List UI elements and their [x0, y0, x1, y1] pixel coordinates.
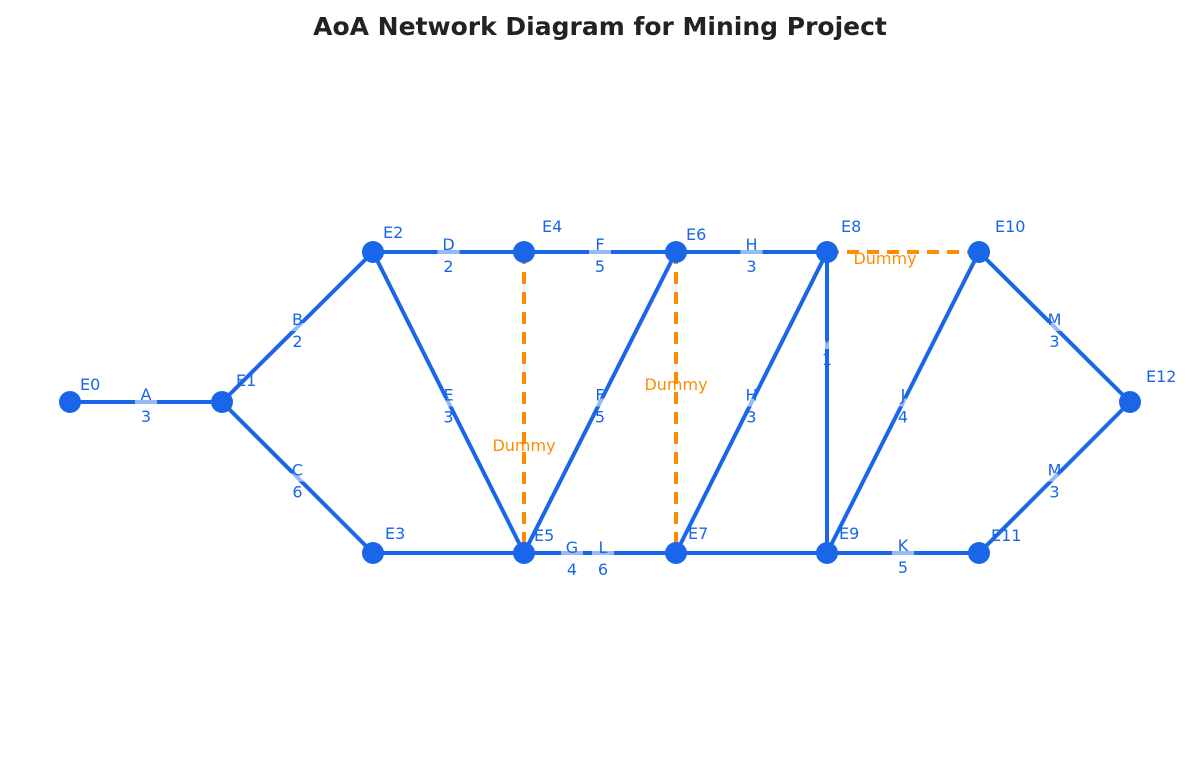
activity-label: L	[599, 538, 608, 557]
event-label: E7	[688, 524, 708, 543]
label-backdrop	[1043, 473, 1066, 482]
edge-labels: A3B2C6D2E3F5F5G4L6H3H3I1J4K5M3M3DummyDum…	[135, 235, 1066, 579]
dummy-label: Dummy	[492, 436, 555, 455]
label-backdrop	[740, 398, 763, 407]
event-label: E0	[80, 375, 100, 394]
label-backdrop	[1043, 323, 1066, 331]
label-backdrop	[286, 473, 309, 482]
event-label: E11	[991, 526, 1021, 545]
label-backdrop	[892, 398, 914, 407]
duration-label: 4	[567, 560, 577, 579]
dummy-label: Dummy	[644, 375, 707, 394]
event-node	[362, 542, 384, 564]
activity-label: D	[442, 235, 454, 254]
label-backdrop	[892, 549, 914, 557]
duration-label: 3	[1049, 332, 1059, 351]
duration-label: 3	[746, 408, 756, 427]
event-node	[362, 241, 384, 263]
event-node	[59, 391, 81, 413]
event-node	[211, 391, 233, 413]
event-node	[816, 542, 838, 564]
duration-label: 5	[898, 558, 908, 577]
label-backdrop	[437, 248, 460, 256]
event-label: E9	[839, 524, 859, 543]
activity-label: H	[745, 235, 757, 254]
duration-label: 5	[595, 257, 605, 276]
duration-label: 6	[292, 483, 302, 502]
activity-label: M	[1048, 461, 1062, 480]
event-label: E2	[383, 223, 403, 242]
label-backdrop	[589, 398, 611, 407]
activity-label: M	[1048, 310, 1062, 329]
label-backdrop	[589, 248, 611, 256]
duration-label: 6	[598, 560, 608, 579]
event-label: E12	[1146, 367, 1176, 386]
duration-label: 3	[1049, 483, 1059, 502]
activity-label: G	[566, 538, 578, 557]
activity-label: I	[825, 328, 830, 347]
event-node	[1119, 391, 1141, 413]
activity-label: F	[595, 235, 604, 254]
label-backdrop	[437, 398, 460, 407]
duration-label: 3	[746, 257, 756, 276]
activity-label: C	[292, 461, 303, 480]
duration-label: 2	[292, 332, 302, 351]
duration-label: 5	[595, 408, 605, 427]
event-label: E6	[686, 225, 706, 244]
label-backdrop	[561, 551, 583, 559]
event-label: E5	[534, 526, 554, 545]
event-node	[968, 241, 990, 263]
label-backdrop	[286, 323, 309, 331]
activity-label: B	[292, 310, 303, 329]
duration-label: 2	[443, 257, 453, 276]
event-label: E10	[995, 217, 1025, 236]
label-backdrop	[592, 551, 614, 559]
event-node	[513, 241, 535, 263]
activity-label: H	[745, 386, 757, 405]
event-label: E1	[236, 371, 256, 390]
duration-label: 1	[822, 350, 832, 369]
event-label: E3	[385, 524, 405, 543]
event-node	[665, 542, 687, 564]
label-backdrop	[816, 341, 838, 349]
event-node	[513, 542, 535, 564]
event-node	[968, 542, 990, 564]
duration-label: 3	[443, 408, 453, 427]
activity-label: F	[595, 386, 604, 405]
label-backdrop	[740, 248, 763, 256]
event-label: E8	[841, 217, 861, 236]
event-label: E4	[542, 217, 562, 236]
diagram-title: AoA Network Diagram for Mining Project	[313, 12, 887, 41]
label-backdrop	[135, 398, 157, 406]
activity-label: E	[443, 386, 453, 405]
duration-label: 3	[141, 407, 151, 426]
event-node	[665, 241, 687, 263]
activity-label: A	[141, 385, 152, 404]
dummy-label: Dummy	[853, 249, 916, 268]
activity-label: K	[898, 536, 909, 555]
duration-label: 4	[898, 408, 908, 427]
activity-label: J	[900, 386, 906, 405]
event-node	[816, 241, 838, 263]
